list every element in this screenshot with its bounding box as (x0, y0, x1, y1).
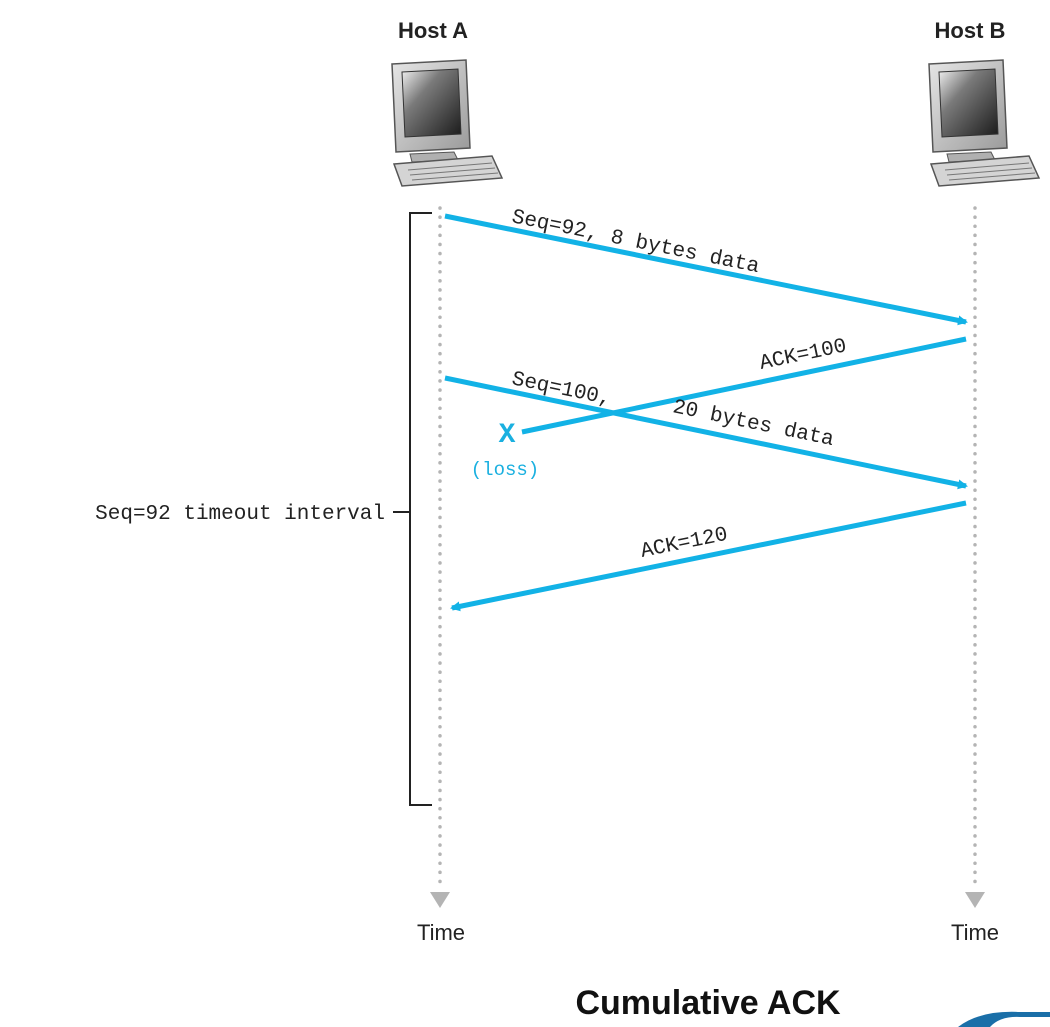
ack100-label: ACK=100 (758, 335, 849, 376)
timeout-bracket (409, 212, 432, 806)
ack120-label: ACK=120 (639, 524, 730, 564)
seq92-segment-label: Seq=92, 8 bytes data (510, 206, 762, 279)
loss-x-icon: X (499, 420, 516, 451)
host-b-time-label: Time (951, 920, 999, 945)
host-a-computer-icon (391, 59, 504, 187)
host-b-label: Host B (935, 18, 1006, 43)
host-b-time-arrow-icon (965, 892, 985, 908)
seq100-segment-label-part1: Seq=100, (510, 368, 613, 411)
loss-label: (loss) (471, 459, 539, 481)
host-b-computer-icon (928, 59, 1041, 187)
host-a-time-label: Time (417, 920, 465, 945)
host-a-label: Host A (398, 18, 468, 43)
ack120-arrow (450, 500, 967, 612)
ack100-arrow (521, 336, 967, 435)
host-a-time-arrow-icon (430, 892, 450, 908)
corner-logo-icon (958, 1011, 1050, 1027)
timeout-interval-label: Seq=92 timeout interval (95, 503, 385, 526)
caption-title: Cumulative ACK (575, 984, 841, 1022)
seq100-segment-arrow (444, 375, 968, 490)
seq92-segment-arrow (444, 213, 968, 326)
